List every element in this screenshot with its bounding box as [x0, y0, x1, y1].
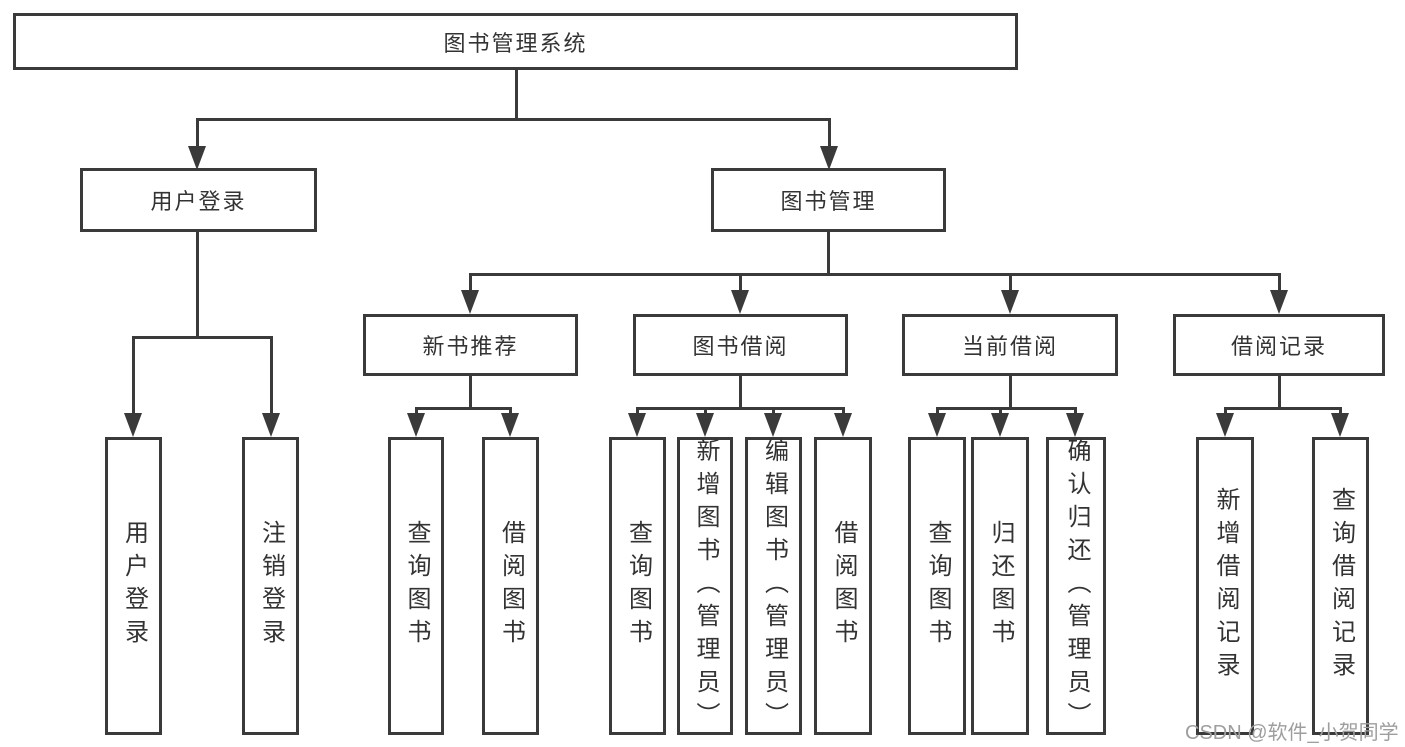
leaf-return-book: 归还图书: [971, 437, 1029, 735]
leaf-current-query-book-label: 查询图书: [924, 520, 951, 652]
leaf-query-borrow-record: 查询借阅记录: [1312, 437, 1369, 735]
csdn-watermark: CSDN @软件_小贺同学: [1185, 722, 1399, 744]
connector-borrow-record-stem: [1278, 376, 1281, 407]
leaf-borrow-query-book-label: 查询图书: [624, 520, 652, 652]
connector-user-login-rail: [132, 336, 273, 339]
node-user-login-label: 用户登录: [150, 189, 247, 214]
arrow-to-leaf-cb-query: [928, 413, 946, 437]
leaf-recommend-borrow-book: 借阅图书: [482, 437, 539, 735]
arrow-to-leaf-confirm-return: [1066, 413, 1084, 437]
node-new-book-recommend-label: 新书推荐: [422, 334, 519, 359]
node-book-borrow-label: 图书借阅: [692, 334, 789, 359]
leaf-user-login-label: 用户登录: [120, 520, 148, 652]
connector-current-borrow-rail: [936, 407, 1077, 410]
arrow-to-leaf-recommend-borrow: [501, 413, 519, 437]
leaf-user-login: 用户登录: [105, 437, 162, 735]
node-root-label: 图书管理系统: [443, 30, 588, 56]
node-book-borrow: 图书借阅: [633, 314, 848, 376]
leaf-recommend-query-book: 查询图书: [388, 437, 444, 735]
leaf-logout-label: 注销登录: [257, 520, 285, 652]
leaf-recommend-borrow-book-label: 借阅图书: [497, 520, 525, 652]
leaf-borrow-query-book: 查询图书: [609, 437, 666, 735]
leaf-confirm-return-admin: 确认归还（管理员）: [1046, 437, 1106, 735]
node-borrow-record-label: 借阅记录: [1230, 334, 1327, 359]
arrow-to-current-borrow: [1001, 290, 1019, 314]
arrow-to-new-book-recommend: [461, 290, 479, 314]
connector-user-login-stem: [196, 232, 199, 336]
arrow-to-user-login: [188, 146, 206, 170]
arrow-to-book-management: [820, 146, 838, 170]
node-new-book-recommend: 新书推荐: [363, 314, 578, 376]
connector-to-book-management: [828, 118, 831, 150]
arrow-to-leaf-recommend-query: [407, 413, 425, 437]
connector-to-current-borrow: [1009, 273, 1012, 295]
connector-current-borrow-stem: [1009, 376, 1012, 407]
connector-to-leaf-user-login: [132, 336, 135, 420]
node-root-system: 图书管理系统: [13, 13, 1018, 70]
leaf-query-borrow-record-label: 查询借阅记录: [1327, 487, 1355, 685]
arrow-to-leaf-edit-book: [764, 413, 782, 437]
leaf-current-query-book: 查询图书: [908, 437, 966, 735]
arrow-to-leaf-return-book: [991, 413, 1009, 437]
connector-to-borrow-record: [1278, 273, 1281, 295]
connector-to-user-login: [196, 118, 199, 150]
connector-borrow-record-rail: [1224, 407, 1341, 410]
connector-to-book-borrow: [739, 273, 742, 295]
connector-recommend-rail: [415, 407, 512, 410]
connector-root-stem: [515, 70, 518, 120]
arrow-to-leaf-borrow-book: [834, 413, 852, 437]
connector-book-mgmt-stem: [827, 232, 830, 273]
leaf-confirm-return-admin-label: 确认归还（管理员）: [1063, 437, 1090, 735]
arrow-to-book-borrow: [731, 290, 749, 314]
leaf-logout: 注销登录: [242, 437, 299, 735]
node-book-management: 图书管理: [711, 168, 946, 232]
connector-to-leaf-logout: [270, 336, 273, 420]
connector-book-mgmt-rail: [469, 273, 1281, 276]
connector-root-rail: [196, 118, 831, 121]
node-book-management-label: 图书管理: [780, 189, 877, 214]
arrow-to-borrow-record: [1270, 290, 1288, 314]
leaf-add-book-admin-label: 新增图书（管理员）: [692, 437, 719, 735]
leaf-return-book-label: 归还图书: [987, 520, 1014, 652]
connector-recommend-stem: [469, 376, 472, 407]
leaf-edit-book-admin-label: 编辑图书（管理员）: [760, 437, 788, 735]
leaf-edit-book-admin: 编辑图书（管理员）: [745, 437, 802, 735]
leaf-borrow-book: 借阅图书: [814, 437, 872, 735]
node-borrow-record: 借阅记录: [1173, 314, 1385, 376]
arrow-to-leaf-bb-query: [628, 413, 646, 437]
node-current-borrow-label: 当前借阅: [961, 334, 1058, 359]
connector-to-new-book-recommend: [469, 273, 472, 295]
node-user-login: 用户登录: [80, 168, 317, 232]
leaf-borrow-book-label: 借阅图书: [830, 520, 857, 652]
arrow-to-leaf-add-record: [1216, 413, 1234, 437]
arrow-to-leaf-query-record: [1331, 413, 1349, 437]
arrow-to-leaf-add-book: [696, 413, 714, 437]
arrow-to-leaf-logout: [262, 413, 280, 437]
leaf-recommend-query-book-label: 查询图书: [403, 520, 430, 652]
leaf-add-borrow-record: 新增借阅记录: [1196, 437, 1254, 735]
node-current-borrow: 当前借阅: [902, 314, 1118, 376]
leaf-add-book-admin: 新增图书（管理员）: [677, 437, 733, 735]
connector-book-borrow-stem: [739, 376, 742, 407]
arrow-to-leaf-user-login: [124, 413, 142, 437]
connector-book-borrow-rail: [636, 407, 844, 410]
leaf-add-borrow-record-label: 新增借阅记录: [1212, 487, 1239, 685]
